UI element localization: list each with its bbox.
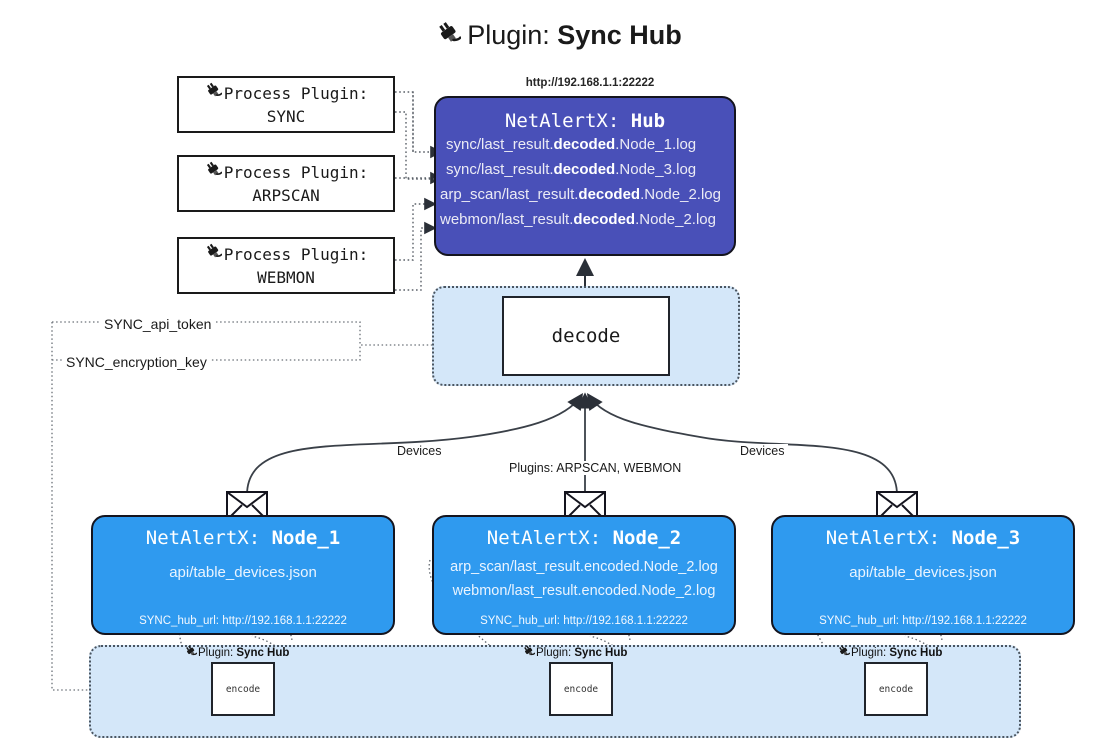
process-plugin-name: ARPSCAN	[252, 185, 320, 205]
hub-url-label: http://192.168.1.1:22222	[525, 77, 655, 89]
hub-node[interactable]: NetAlertX: Hub sync/last_result.decoded.…	[434, 96, 736, 256]
plug-icon	[204, 82, 223, 106]
encode-box[interactable]: encode	[211, 662, 275, 716]
plug-icon	[435, 21, 462, 55]
node-footer: SYNC_hub_url: http://192.168.1.1:22222	[139, 615, 347, 627]
edge-label-devices-right: Devices	[736, 444, 789, 458]
node-line: api/table_devices.json	[169, 564, 317, 581]
hub-title-name: Hub	[630, 110, 666, 132]
node-3[interactable]: NetAlertX: Node_3 api/table_devices.json…	[771, 515, 1075, 635]
decode-box[interactable]: decode	[502, 296, 670, 376]
page-title-name: Sync Hub	[557, 20, 682, 50]
page-title: Plugin: Sync Hub	[0, 18, 1117, 55]
encode-plugin-caption: Plugin: Sync Hub	[522, 645, 627, 661]
node-line: api/table_devices.json	[849, 564, 997, 581]
node-footer: SYNC_hub_url: http://192.168.1.1:22222	[819, 615, 1027, 627]
edge-label-devices-left: Devices	[393, 444, 446, 458]
node-title: NetAlertX: Node_2	[486, 527, 682, 549]
hub-title-prefix: NetAlertX:	[504, 110, 620, 132]
node-title: NetAlertX: Node_3	[825, 527, 1021, 549]
process-plugin-name: SYNC	[266, 106, 306, 126]
node-footer: SYNC_hub_url: http://192.168.1.1:22222	[480, 615, 688, 627]
edge-label-plugins: Plugins: ARPSCAN, WEBMON	[505, 461, 686, 475]
process-plugin-sync[interactable]: Process Plugin: SYNC	[177, 76, 395, 133]
page-title-prefix: Plugin:	[467, 20, 550, 50]
sync-api-token-label: SYNC_api_token	[100, 316, 216, 332]
process-plugin-caption: Process Plugin:	[223, 83, 369, 103]
plug-icon	[522, 645, 536, 661]
process-plugin-caption: Process Plugin:	[223, 244, 369, 264]
encode-box[interactable]: encode	[549, 662, 613, 716]
plug-icon	[837, 645, 851, 661]
sync-encryption-key-label: SYNC_encryption_key	[62, 354, 211, 370]
encode-plugin-caption: Plugin: Sync Hub	[184, 645, 289, 661]
plug-icon	[204, 161, 223, 185]
encode-box[interactable]: encode	[864, 662, 928, 716]
node-line: webmon/last_result.encoded.Node_2.log	[452, 583, 716, 599]
hub-title: NetAlertX: Hub	[436, 110, 734, 132]
node-title: NetAlertX: Node_1	[145, 527, 341, 549]
process-plugin-webmon[interactable]: Process Plugin: WEBMON	[177, 237, 395, 294]
hub-log-row: webmon/last_result.decoded.Node_2.log	[440, 211, 716, 228]
hub-log-row: sync/last_result.decoded.Node_3.log	[446, 161, 697, 178]
plug-icon	[184, 645, 198, 661]
hub-log-row: sync/last_result.decoded.Node_1.log	[446, 136, 697, 153]
node-2[interactable]: NetAlertX: Node_2 arp_scan/last_result.e…	[432, 515, 736, 635]
hub-log-row: arp_scan/last_result.decoded.Node_2.log	[440, 186, 721, 203]
process-plugin-caption: Process Plugin:	[223, 162, 369, 182]
process-plugin-arpscan[interactable]: Process Plugin: ARPSCAN	[177, 155, 395, 212]
process-plugin-name: WEBMON	[257, 267, 315, 287]
node-1[interactable]: NetAlertX: Node_1 api/table_devices.json…	[91, 515, 395, 635]
plug-icon	[204, 243, 223, 267]
node-line: arp_scan/last_result.encoded.Node_2.log	[450, 559, 718, 575]
encode-plugin-caption: Plugin: Sync Hub	[837, 645, 942, 661]
